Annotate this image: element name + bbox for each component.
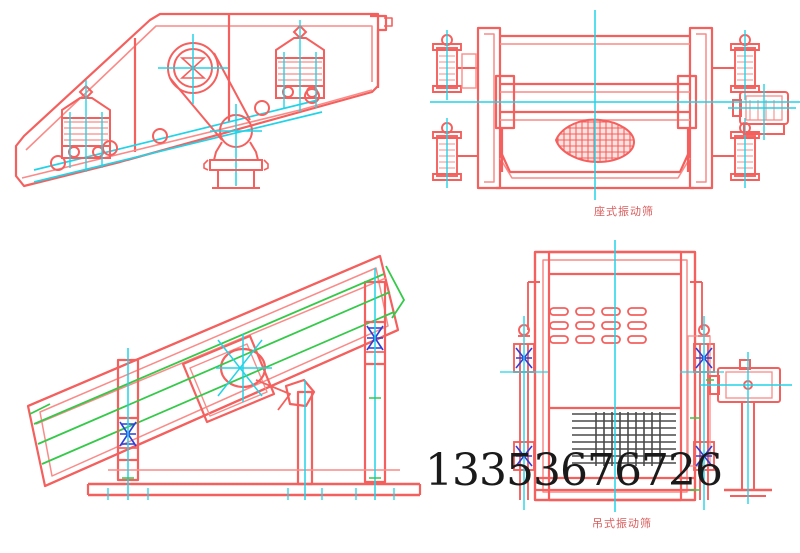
motor-right [728,84,796,140]
motor-pedestal-right [700,352,792,504]
screen-body-inner [25,25,373,151]
iso-tl-cap [432,43,462,51]
screen-mesh-grid [572,412,676,466]
motor-fin-lines [749,100,775,120]
belt-side-a [169,77,223,141]
hanger-right-bracket [690,281,703,330]
caption-suspended-screen: 吊式振动筛 [592,517,652,530]
exciter-knuckle [284,378,316,408]
spring-mount-left [61,80,111,172]
spring-top-lug-left [78,84,94,100]
spring-bolt-right-a [282,86,294,98]
rail-boss-4 [254,100,270,116]
slot-r3c2 [575,335,595,344]
side-plate-right [688,26,714,190]
screen-body-outline [14,12,380,188]
pulley-belt-drive [158,34,262,186]
iso-br-cap [730,131,760,139]
spring-mount-right [275,20,325,112]
iso-tl-base [432,85,462,93]
column-right [679,250,697,502]
side-plate-slot-array [549,307,647,344]
rail-boss-1 [50,155,66,171]
spring-bolt-right-b [306,86,318,98]
side-plate-left-inner [484,33,495,183]
spring-top-lug-right [292,24,308,40]
caption-pedestal-screen: 座式振动筛 [594,205,654,218]
phone-number-watermark: 13353676726 [425,445,723,496]
iso-tr-cap [730,43,760,51]
hanger-left-bracket [527,281,540,330]
iso-bl-base [432,173,462,181]
mesh-horizontals [572,413,676,464]
spring-bolt-left-b [92,146,104,158]
exciter-housing [181,334,276,424]
exciter-arm [255,379,291,411]
base-beam-ends [86,484,422,495]
slot-r2c1 [549,321,569,330]
slot-r2c2 [575,321,595,330]
spring-bolt-left-a [68,146,80,158]
slot-r3c4 [627,335,647,344]
right-end-lug [384,17,393,27]
motor-pedestal-base [203,141,269,189]
motor-junction-box [739,359,751,370]
slot-r1c3 [601,307,621,316]
rail-boss-3 [152,128,168,144]
rail-boss-5 [304,88,320,104]
deck-end-left [29,403,51,415]
mesh-verticals [595,412,661,466]
right-end-column [370,14,388,88]
deck-centerline-lower [33,111,323,183]
deck-line-1 [33,273,385,425]
column-left [533,250,551,502]
deck-line-2 [37,291,391,445]
deck-line-3 [41,311,395,465]
screen-box-inner [39,267,389,477]
hanger-left [500,281,548,510]
slot-r3c1 [549,335,569,344]
slot-r1c1 [549,307,569,316]
hanger-right-guard [687,335,711,467]
side-plate-left [476,26,502,190]
slot-r2c4 [627,321,647,330]
slot-r3c3 [601,335,621,344]
slot-r1c2 [575,307,595,316]
iso-br-base [730,173,760,181]
deck-lines [29,265,406,465]
slot-r2c3 [601,321,621,330]
iso-bl-cap [432,131,462,139]
box-top-chord [27,254,381,408]
pedestal-lug-left [203,159,209,171]
box-top-chord-inner [35,277,387,425]
box-bottom-chord [44,328,399,488]
slot-r1c4 [627,307,647,316]
side-plate-right-inner [696,33,707,183]
deck-end-right [385,265,406,319]
pedestal-lug-right [263,159,269,171]
base-tick-marks [107,488,395,500]
belt-side-b [213,52,251,121]
hanger-right [680,281,724,510]
arm-bracket-left [461,53,477,89]
